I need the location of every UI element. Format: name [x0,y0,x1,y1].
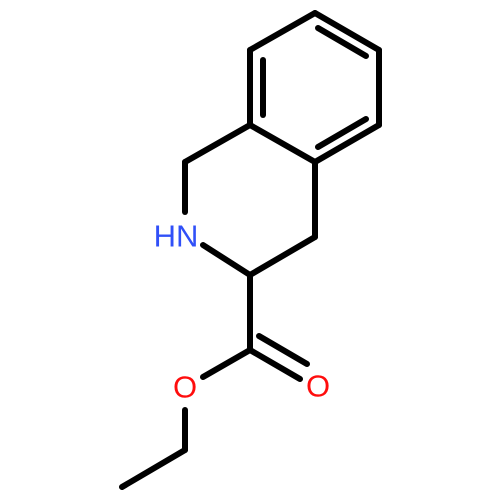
ester-oxygen-label: O [173,370,197,405]
bond-ring-3 [312,122,382,165]
carbonyl-double-bond-1 [247,347,303,382]
saturated-ring [182,122,318,278]
bond-ethyl [119,447,188,490]
benzene-ring [247,10,382,165]
bond-ch2-top [182,122,253,165]
double-bond-inner-1 [315,25,369,59]
bond-carbonyl-to-o [200,347,253,380]
bond-n-to-ch [200,242,253,278]
bond-ch-to-ch2 [247,234,318,278]
ester-group [119,272,310,490]
nitrogen-label: HN [154,219,199,254]
bond-ring-4 [247,122,318,165]
carbonyl-oxygen-label: O [306,369,330,404]
bond-ring-6 [247,10,318,53]
double-bond-inner-2 [315,116,369,150]
carbonyl-double-bond-2 [256,333,310,367]
bond-ring-1 [312,10,382,53]
